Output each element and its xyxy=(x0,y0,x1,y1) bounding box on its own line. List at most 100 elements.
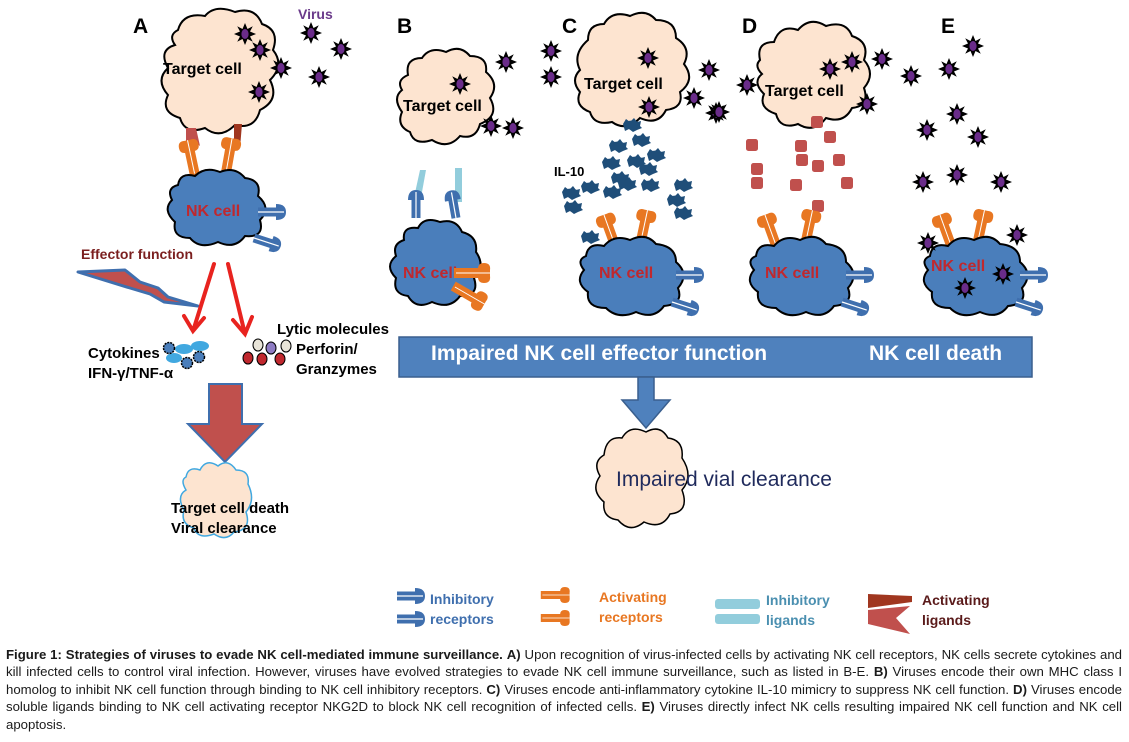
il10-icon xyxy=(602,156,621,170)
virus-icon xyxy=(308,66,330,88)
virus-icon xyxy=(270,57,292,79)
legend-label: receptors xyxy=(430,611,494,627)
virus-icon xyxy=(449,73,471,95)
virus-icon xyxy=(698,59,720,81)
il10-icon xyxy=(674,206,693,220)
target-cell-label-b: Target cell xyxy=(403,98,482,115)
caption-text-b: Viruses encode their own MHC class I hom… xyxy=(6,664,1122,697)
caption-label-a: A) xyxy=(506,647,521,662)
virus-icon xyxy=(708,101,730,123)
caption-title: Figure 1: Strategies of viruses to evade… xyxy=(6,647,503,662)
il10-icon xyxy=(639,162,658,176)
nk-evasion-diagram: A Virus Target cell NK cell Effector fun… xyxy=(76,6,1049,634)
legend-label: Inhibitory xyxy=(430,591,494,607)
soluble-ligand-icon xyxy=(746,139,758,151)
nk-cell-label-e: NK cell xyxy=(931,258,985,275)
nk-cell-label-d: NK cell xyxy=(765,265,819,282)
legend-activating-receptors: Activating receptors xyxy=(540,586,667,627)
target-cell-a xyxy=(160,7,280,135)
figure-caption: Figure 1: Strategies of viruses to evade… xyxy=(6,646,1122,733)
panel-e: E NK cell xyxy=(871,15,1049,319)
target-cell-d xyxy=(756,20,871,129)
virus-icon xyxy=(900,65,922,87)
target-cell-b xyxy=(396,47,496,146)
soluble-ligand-icon xyxy=(751,163,763,175)
virus-icon xyxy=(871,48,893,70)
dead-target-cell xyxy=(179,462,253,539)
nk-cell-label-b: NK cell xyxy=(403,265,457,282)
caption-text-a: Upon recognition of virus-infected cells… xyxy=(6,647,1123,680)
activating-receptor-icon xyxy=(540,609,571,627)
panel-letter-b: B xyxy=(397,15,412,38)
caption-label-b: B) xyxy=(873,664,888,680)
il10-icon xyxy=(609,139,628,153)
virus-icon xyxy=(540,40,562,62)
target-cell-label-c: Target cell xyxy=(584,76,663,93)
outcome-arrow-a xyxy=(185,383,265,464)
virus-icon xyxy=(540,66,562,88)
il10-icon xyxy=(632,133,651,147)
soluble-ligands xyxy=(746,116,853,212)
legend-label: Activating xyxy=(599,589,667,605)
virus-icon xyxy=(967,126,989,148)
legend-activating-ligands: Activating ligands xyxy=(868,592,990,634)
nk-cell-label-c: NK cell xyxy=(599,265,653,282)
il10-icon xyxy=(603,185,622,199)
impaired-clearance-label: Impaired vial clearance xyxy=(616,468,832,491)
inhibitory-ligand-icon xyxy=(455,168,462,202)
il10-icon xyxy=(667,193,686,207)
legend-label: Activating xyxy=(922,592,990,608)
granzymes-label: Granzymes xyxy=(296,361,377,378)
virus-icon xyxy=(916,119,938,141)
inhibitory-ligand-icon xyxy=(715,599,760,609)
effector-arrow-left xyxy=(182,262,216,335)
soluble-ligand-icon xyxy=(824,131,836,143)
caption-label-e: E) xyxy=(641,699,655,715)
virus-icon xyxy=(638,96,660,118)
panel-d: D Target cell NK cell xyxy=(708,15,878,319)
panel-letter-c: C xyxy=(562,15,577,38)
virus-icon xyxy=(300,22,322,44)
soluble-ligand-icon xyxy=(841,177,853,189)
legend-label: receptors xyxy=(599,609,663,625)
virus-icon xyxy=(992,263,1014,285)
panel-letter-d: D xyxy=(742,15,757,38)
legend-inhibitory-ligands: Inhibitory ligands xyxy=(715,592,830,628)
soluble-ligand-icon xyxy=(790,179,802,191)
target-cell-c xyxy=(574,11,691,128)
virus-icon xyxy=(683,87,705,109)
legend-label: ligands xyxy=(922,612,971,628)
il10-icon xyxy=(674,178,693,192)
legend-label: ligands xyxy=(766,612,815,628)
soluble-ligand-icon xyxy=(796,154,808,166)
caption-label-c: C) xyxy=(486,681,501,697)
lytic-granules-icon xyxy=(242,338,292,366)
inhibitory-receptor-icon xyxy=(396,587,426,605)
il10-icon xyxy=(641,178,660,192)
panel-letter-e: E xyxy=(941,15,955,38)
il10-icon xyxy=(581,180,600,194)
soluble-ligand-icon xyxy=(751,177,763,189)
il10-icon xyxy=(618,177,637,191)
il10-molecules xyxy=(562,118,693,244)
lightning-bolt-icon xyxy=(76,268,200,308)
inhibitory-ligand-icon xyxy=(715,614,760,624)
legend-label: Inhibitory xyxy=(766,592,830,608)
virus-icon xyxy=(946,164,968,186)
il10-icon xyxy=(647,148,666,162)
virus-icon xyxy=(917,232,939,254)
caption-label-d: D) xyxy=(1013,681,1027,697)
legend-inhibitory-receptors: Inhibitory receptors xyxy=(396,587,494,628)
outcome-line2: Viral clearance xyxy=(171,520,277,537)
virus-icon xyxy=(819,58,841,80)
soluble-ligand-icon xyxy=(795,140,807,152)
cytokines-label: Cytokines xyxy=(88,345,160,362)
virus-icon xyxy=(637,47,659,69)
effector-arrow-right xyxy=(226,262,254,338)
activating-receptor-icon xyxy=(540,586,571,604)
virus-icon xyxy=(912,171,934,193)
activating-ligand-icon xyxy=(868,594,912,608)
nk-cell-label-a: NK cell xyxy=(186,203,240,220)
virus-icon xyxy=(946,103,968,125)
nk-cell-a xyxy=(166,168,267,247)
